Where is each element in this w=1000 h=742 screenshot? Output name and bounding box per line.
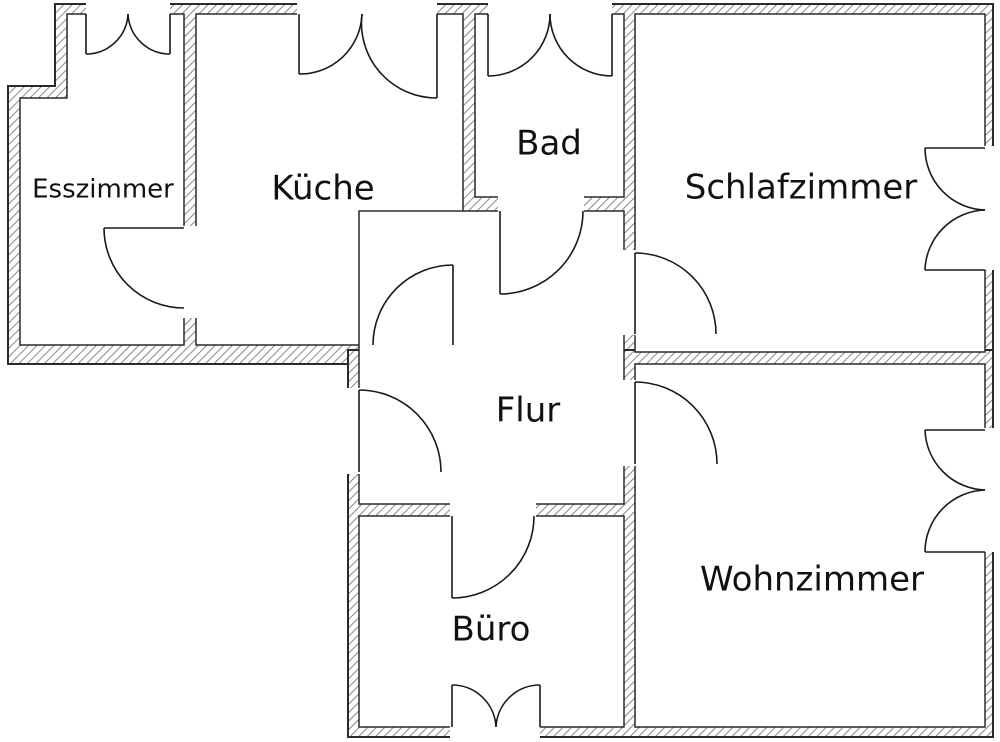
- door-flur-left: [358, 389, 442, 473]
- label-kueche: Küche: [271, 169, 374, 209]
- wall-openings: [86, 3, 994, 738]
- label-buero: Büro: [452, 610, 531, 650]
- label-schlafzimmer: Schlafzimmer: [685, 168, 918, 208]
- door-esszimmer: [103, 227, 185, 309]
- window-schlafzimmer-right: [924, 147, 986, 271]
- door-kueche: [372, 264, 454, 346]
- room-buero: [358, 515, 625, 728]
- door-flur-top: [499, 210, 584, 295]
- window-esszimmer-top: [85, 13, 171, 55]
- door-wohnzimmer: [634, 381, 718, 465]
- room-schlafzimmer: [634, 13, 986, 353]
- window-buero-bottom: [451, 684, 541, 728]
- label-bad: Bad: [516, 124, 582, 164]
- room-interiors: [19, 13, 986, 728]
- label-flur: Flur: [496, 391, 561, 431]
- window-wohnzimmer-right: [924, 429, 986, 553]
- door-schlafzimmer: [634, 252, 717, 335]
- window-kueche-top: [298, 13, 438, 99]
- door-buero: [451, 515, 535, 599]
- doors: [85, 13, 986, 728]
- room-labels: Esszimmer Küche Bad Schlafzimmer Flur Wo…: [32, 124, 924, 650]
- room-esszimmer: [19, 13, 185, 346]
- window-bad-top: [487, 13, 613, 77]
- room-bad: [474, 13, 625, 198]
- room-wohnzimmer: [634, 363, 986, 728]
- label-esszimmer: Esszimmer: [32, 175, 174, 205]
- label-wohnzimmer: Wohnzimmer: [700, 560, 924, 600]
